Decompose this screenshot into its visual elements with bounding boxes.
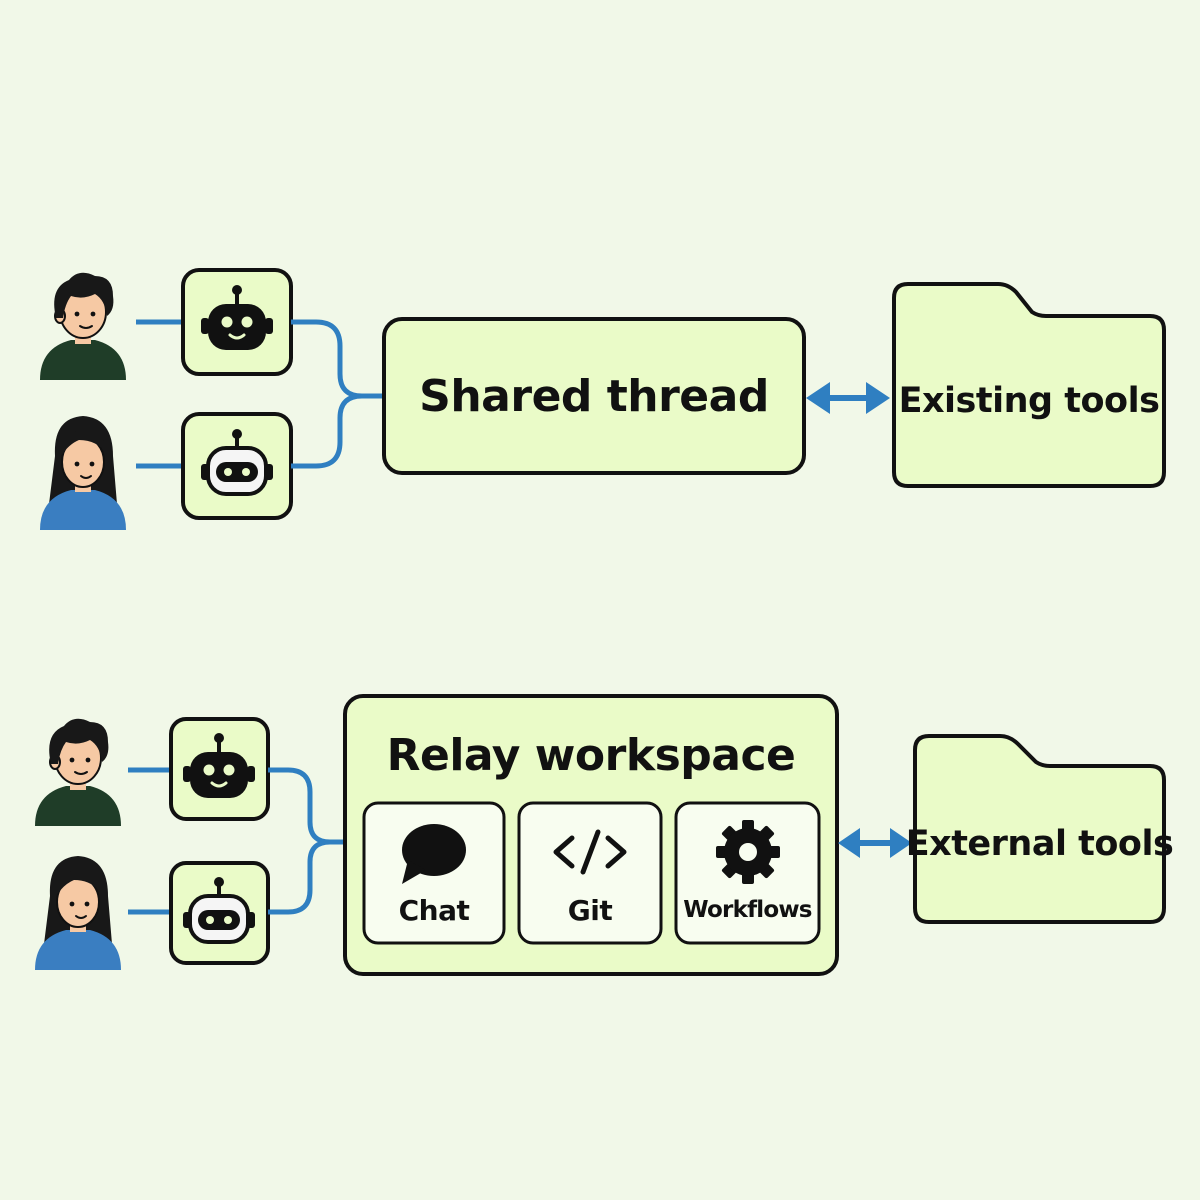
- bottom-section: [34, 694, 1166, 976]
- merge-connector: [291, 319, 384, 469]
- folder-icon: [892, 282, 1166, 488]
- git-card: [517, 801, 663, 945]
- chat-label: Chat: [398, 893, 470, 927]
- code-brackets-icon: [553, 829, 627, 875]
- shared-thread-label: Shared thread: [419, 370, 769, 422]
- woman-avatar-icon: [34, 855, 122, 971]
- bidirectional-arrow-icon: [838, 828, 912, 858]
- existing-tools-label: Existing tools: [898, 381, 1160, 421]
- person-agent-connectors: [136, 319, 183, 469]
- woman-avatar-icon: [39, 415, 127, 531]
- man-avatar-icon: [39, 271, 127, 381]
- shared-thread-box: [382, 317, 806, 475]
- folder-icon: [913, 734, 1166, 924]
- merge-connector: [268, 767, 345, 915]
- gear-icon: [716, 820, 780, 884]
- bidirectional-arrow-icon: [806, 382, 890, 414]
- man-avatar-icon: [34, 717, 122, 827]
- relay-workspace-title: Relay workspace: [386, 729, 796, 781]
- person-agent-connectors: [128, 767, 171, 915]
- speech-bubble-icon: [402, 824, 466, 884]
- workflows-label: Workflows: [683, 897, 812, 923]
- top-section: [39, 268, 1166, 531]
- git-label: Git: [567, 893, 613, 927]
- external-tools-label: External tools: [905, 824, 1174, 864]
